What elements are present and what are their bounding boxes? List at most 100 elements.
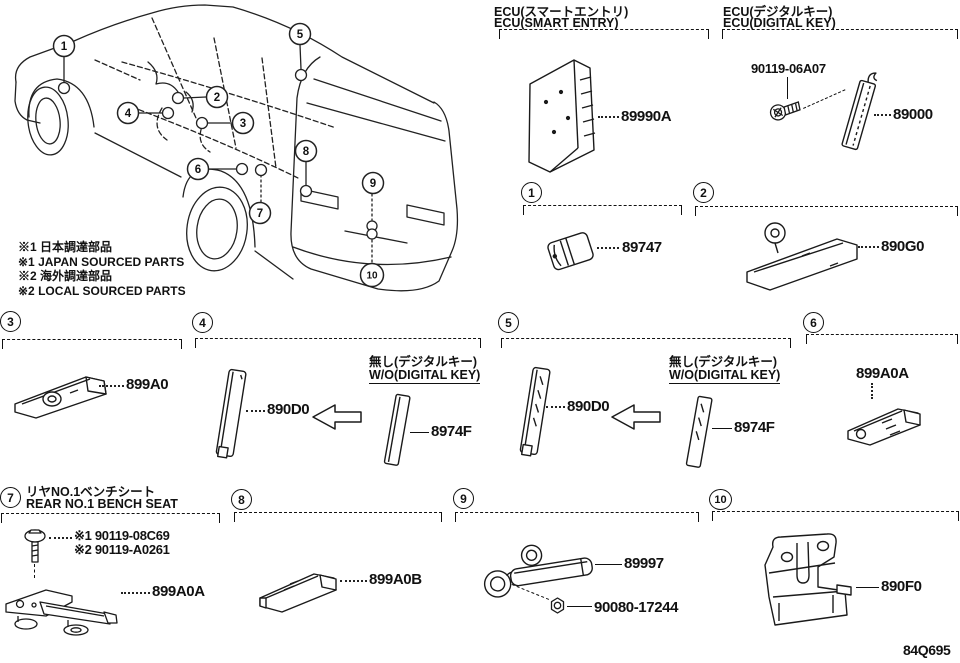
note-line: ※1 JAPAN SOURCED PARTS [18, 254, 185, 269]
wo-digital-key-note-en: W/O(DIGITAL KEY) [669, 368, 781, 384]
part-890f0-drawing [735, 533, 859, 631]
svg-text:1: 1 [61, 41, 68, 53]
part-label-899a0b[interactable]: 899A0B [369, 571, 422, 588]
bolt-label-90119-08c69[interactable]: ※1 90119-08C69 [74, 528, 170, 543]
part-899a0b-drawing [256, 562, 344, 614]
section-5-badge[interactable]: 5 [498, 312, 519, 333]
vehicle-diagram: 1 5 2 4 3 6 7 8 9 10 [0, 0, 480, 310]
section-7-badge[interactable]: 7 [0, 487, 21, 508]
section-2-badge[interactable]: 2 [693, 182, 714, 203]
part-89997-drawing [478, 540, 604, 600]
part-890d0-drawing [510, 364, 560, 466]
part-899a0a-drawing [844, 397, 926, 447]
part-label-89747[interactable]: 89747 [622, 239, 662, 256]
callout-10-badge[interactable]: 10 [361, 264, 384, 287]
replace-arrow-icon [311, 402, 363, 432]
part-label-890g0[interactable]: 890G0 [881, 238, 925, 255]
callout-5-badge[interactable]: 5 [290, 24, 311, 45]
svg-text:5: 5 [297, 29, 304, 41]
ecu-smart-entry-bracket [499, 29, 709, 39]
leader-line [567, 606, 592, 607]
callout-8-badge[interactable]: 8 [296, 141, 317, 162]
part-8974f-drawing [678, 392, 722, 474]
callout-6-badge[interactable]: 6 [188, 159, 209, 180]
part-label-890d0[interactable]: 890D0 [267, 401, 310, 418]
callout-2-badge[interactable]: 2 [207, 87, 228, 108]
section-8-bracket [234, 512, 442, 522]
svg-text:6: 6 [195, 164, 201, 176]
svg-text:7: 7 [257, 208, 263, 220]
callout-1-badge[interactable]: 1 [54, 36, 75, 57]
leader-line [595, 564, 622, 565]
part-label-890d0[interactable]: 890D0 [567, 398, 610, 415]
ecu-digital-key-title-jp: ECU(デジタルキー) [723, 5, 833, 19]
section-4-bracket [195, 338, 481, 348]
part-label-90080-17244[interactable]: 90080-17244 [594, 599, 679, 616]
svg-text:4: 4 [125, 108, 132, 120]
section-7-bracket [1, 513, 220, 523]
callout-7-badge[interactable]: 7 [250, 203, 271, 224]
section-10-bracket [712, 511, 959, 521]
leader-line [546, 406, 565, 408]
leader-line [856, 587, 879, 588]
part-890d0-drawing [206, 366, 256, 468]
callout-9-badge[interactable]: 9 [363, 173, 384, 194]
section-10-badge[interactable]: 10 [709, 489, 732, 510]
leader-line [410, 432, 429, 433]
svg-text:2: 2 [214, 92, 220, 104]
section-9-bracket [455, 512, 699, 522]
part-label-899a0a[interactable]: 899A0A [856, 365, 909, 382]
figure-code: 84Q695 [903, 642, 951, 658]
part-label-8974f[interactable]: 8974F [431, 423, 472, 440]
part-8974f-drawing [376, 390, 420, 472]
callout-4-badge[interactable]: 4 [118, 103, 139, 124]
section-1-badge[interactable]: 1 [521, 182, 542, 203]
svg-text:8: 8 [303, 146, 310, 158]
bench-seat-title-jp: リヤNO.1ベンチシート [26, 485, 156, 499]
part-label-89997[interactable]: 89997 [624, 555, 664, 572]
section-2-bracket [695, 206, 958, 216]
ecu-digital-key-bracket [722, 29, 958, 39]
part-89000-drawing [826, 68, 892, 160]
leader-line [858, 246, 879, 248]
part-label-899a0[interactable]: 899A0 [126, 376, 169, 393]
note-line: ※1 日本調達部品 [18, 240, 113, 254]
part-label-89990a[interactable]: 89990A [621, 108, 672, 125]
ecu-smart-entry-title-jp: ECU(スマートエントリ) [494, 5, 629, 19]
callout-3-badge[interactable]: 3 [233, 113, 254, 134]
part-label-890f0[interactable]: 890F0 [881, 578, 922, 595]
section-6-badge[interactable]: 6 [803, 312, 824, 333]
bolt-label-90119-a0261[interactable]: ※2 90119-A0261 [74, 542, 170, 557]
part-label-89000[interactable]: 89000 [893, 106, 933, 123]
leader-line [871, 383, 873, 399]
car-outline [15, 5, 457, 291]
replace-arrow-icon [610, 402, 662, 432]
car-dash-detail [148, 62, 193, 112]
part-899a0a-assembly-drawing [4, 574, 126, 636]
leader-line [340, 580, 367, 582]
bolt-drawing [22, 528, 50, 566]
note-line: ※2 海外調達部品 [18, 269, 113, 283]
section-4-badge[interactable]: 4 [192, 312, 213, 333]
section-8-badge[interactable]: 8 [231, 489, 252, 510]
leader-line [99, 385, 124, 387]
leader-line [246, 410, 265, 412]
part-label-8974f[interactable]: 8974F [734, 419, 775, 436]
part-89990a-drawing [516, 50, 608, 178]
callout-leaders [59, 45, 378, 264]
section-3-badge[interactable]: 3 [0, 311, 21, 332]
svg-text:3: 3 [240, 118, 246, 130]
bolt-label-90119-06a07[interactable]: 90119-06A07 [751, 61, 826, 76]
note-line: ※2 LOCAL SOURCED PARTS [18, 283, 186, 298]
leader-line [597, 247, 619, 249]
bench-seat-title-en: REAR NO.1 BENCH SEAT [26, 497, 178, 511]
section-9-badge[interactable]: 9 [453, 488, 474, 509]
nut-drawing [549, 597, 566, 614]
wo-digital-key-note-en: W/O(DIGITAL KEY) [369, 368, 481, 384]
car-interior-lines [95, 18, 336, 178]
leader-line [874, 114, 891, 116]
part-label-899a0a[interactable]: 899A0A [152, 583, 205, 600]
ecu-smart-entry-title-en: ECU(SMART ENTRY) [494, 16, 619, 30]
bolt-assembly-line [34, 564, 35, 578]
